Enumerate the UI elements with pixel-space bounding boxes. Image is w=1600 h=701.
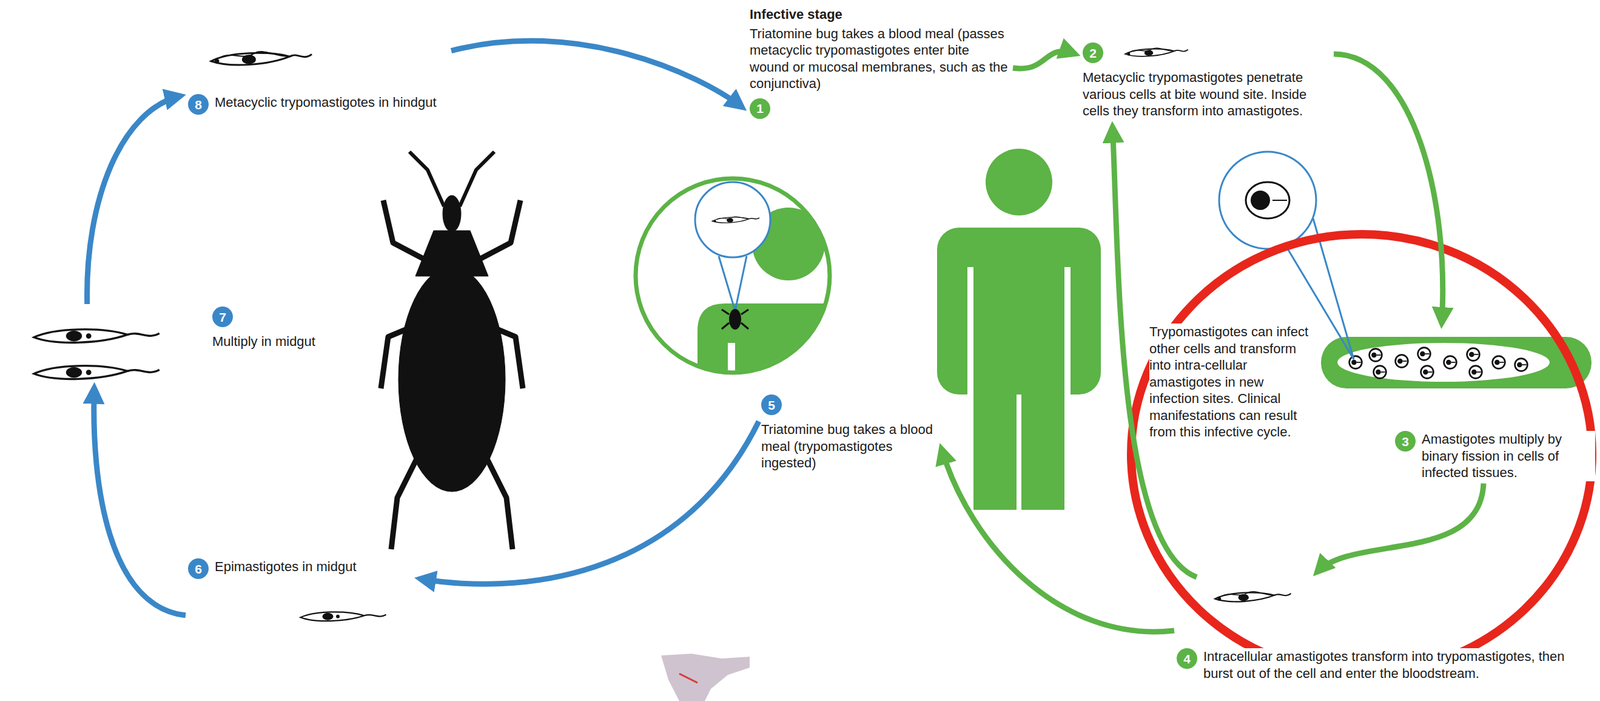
cycle-arrow: [94, 387, 186, 616]
bite-scene-part: [712, 216, 760, 223]
bug-silhouette: [380, 151, 523, 549]
stage-text: Epimastigotes in midgut: [214, 557, 357, 575]
stage-node: 7Multiply in midgut: [9, 306, 364, 381]
stage-text: Intracellular amastigotes transform into…: [1203, 647, 1577, 682]
cycle-arrow: [419, 420, 759, 584]
infected-cell-part: [1395, 354, 1409, 368]
infected-cell-part: [1272, 199, 1288, 201]
text-group: Triatomine bug takes a blood meal (trypo…: [761, 420, 935, 472]
stage-heading: Infective stage: [749, 6, 843, 24]
map-thumbnail-part: [661, 653, 750, 701]
bite-scene-part: [729, 308, 742, 330]
infected-cell-part: [1515, 358, 1528, 372]
stage-text: Triatomine bug takes a blood meal (trypo…: [761, 420, 935, 472]
parasite-figures-part: [33, 365, 160, 380]
stage-node: 2Metacyclic trypomastigotes penetrate va…: [1082, 42, 1332, 120]
bug-silhouette-part: [476, 200, 523, 549]
human-figure: [937, 148, 1101, 510]
infected-cell-part: [1421, 365, 1434, 379]
infected-cell-part: [1373, 365, 1387, 379]
cycle-arrow: [1316, 483, 1484, 573]
callout-number: 1: [749, 98, 771, 119]
parasite-figures-part: [300, 611, 387, 621]
text-group: Intracellular amastigotes transform into…: [1203, 647, 1577, 682]
bug-silhouette-part: [380, 200, 428, 549]
text-group: Epimastigotes in midgut: [214, 557, 413, 575]
text-group: Amastigotes multiply by binary fission i…: [1421, 430, 1596, 481]
infected-cell-part: [1492, 356, 1506, 369]
infected-cell-part: [1250, 190, 1271, 210]
stage-node: 8 Metacyclic trypomastigotes in hindgut: [188, 39, 449, 115]
map-thumbnail: [661, 653, 750, 701]
infected-cell-part: [1444, 356, 1457, 369]
bug-silhouette-part: [442, 195, 461, 232]
stage-text: Multiply in midgut: [212, 332, 316, 350]
infected-cell-part: [1418, 347, 1431, 361]
map-thumbnail-part: [679, 673, 698, 683]
parasite-figures-part: [1125, 47, 1189, 57]
stage-text: Triatomine bug takes a blood meal (passe…: [749, 25, 1011, 93]
bite-scene-part: [695, 181, 771, 258]
human-figure-part: [985, 148, 1053, 216]
stage-node: 5Triatomine bug takes a blood meal (tryp…: [761, 394, 935, 472]
stage-node: 3Amastigotes multiply by binary fission …: [1316, 330, 1596, 481]
infected-cell-part: [1337, 342, 1550, 382]
callout-number: 3: [1394, 430, 1416, 452]
stage-node: Infective stageTriatomine bug takes a bl…: [749, 6, 1011, 119]
human-figure-part: [1021, 363, 1065, 510]
infected-cell-part: [1245, 181, 1290, 219]
human-figure-part: [973, 363, 1017, 510]
cycle-arrow: [1012, 51, 1076, 69]
cycle-arrow: [1333, 53, 1443, 324]
stage-node: 4Intracellular amastigotes transform int…: [1176, 579, 1577, 682]
stage-text: Metacyclic trypomastigotes in hindgut: [214, 94, 437, 111]
infected-cell-part: [1349, 356, 1363, 369]
human-figure-part: [1064, 266, 1071, 398]
bite-scene-part: [635, 178, 830, 373]
stage-node: 6 Epimastigotes in midgut: [188, 557, 413, 640]
human-figure-part: [967, 266, 974, 398]
infected-cell-part: [1219, 151, 1317, 249]
infected-cell-part: [1467, 348, 1480, 361]
text-group: Metacyclic trypomastigotes penetrate var…: [1082, 69, 1332, 120]
callout-number: 4: [1176, 647, 1198, 669]
parasite-figures: [33, 47, 1292, 621]
bite-scene: [635, 178, 844, 392]
text-group: Infective stageTriatomine bug takes a bl…: [749, 6, 1011, 93]
callout-number: 5: [761, 394, 782, 415]
bite-scene-part-part: [727, 342, 736, 392]
infected-cell-part: [1321, 336, 1592, 389]
stage-text: Metacyclic trypomastigotes penetrate var…: [1082, 69, 1332, 120]
callout-number: 7: [212, 306, 233, 327]
callout-number: 8: [188, 94, 209, 115]
parasite-figures-part: [211, 51, 312, 65]
parasite-figures-part: [1214, 591, 1291, 602]
infected-cell-part: [1469, 365, 1483, 379]
cycle-arrow: [451, 40, 743, 108]
human-figure-part: [937, 227, 1101, 395]
text-group: Metacyclic trypomastigotes in hindgut: [214, 94, 449, 111]
bite-scene-part: [721, 309, 749, 329]
text-group: Multiply in midgut: [212, 332, 364, 350]
callout-number: 6: [188, 557, 209, 579]
callout-number: 2: [1082, 42, 1104, 64]
annotation-text: Trypomastigotes can infect other cells a…: [1149, 323, 1317, 441]
parasite-figures-part: [33, 329, 160, 343]
bite-scene-part: [718, 255, 736, 311]
stage-text: Amastigotes multiply by binary fission i…: [1421, 430, 1596, 481]
bite-scene-part: [735, 255, 747, 311]
infected-cell-part: [1369, 348, 1383, 362]
cycle-arrow: [87, 95, 181, 304]
